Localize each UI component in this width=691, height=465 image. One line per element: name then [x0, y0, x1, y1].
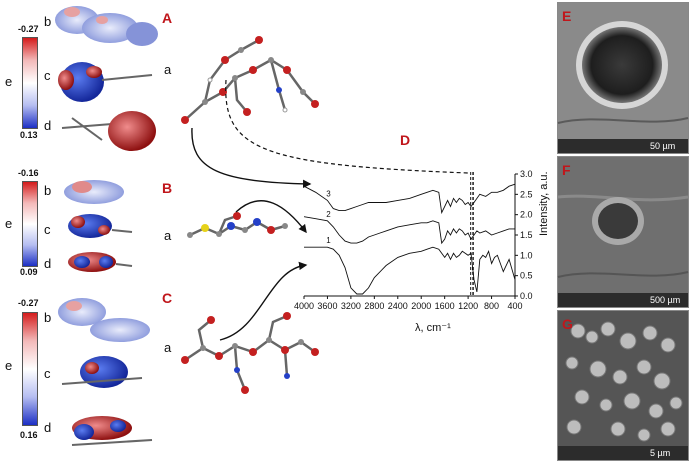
panel-c-sub-c: c: [44, 366, 51, 381]
molecule-c-atoms: [181, 312, 319, 394]
sem-image-f: 500 µm: [557, 156, 689, 308]
arrow-a-to-curve-3: [191, 127, 312, 189]
x-tick-label: 1600: [435, 301, 455, 311]
esp-surface-a: [55, 6, 158, 46]
panel-b-sub-a: a: [164, 228, 172, 243]
series-line-1: [304, 246, 516, 295]
x-tick-label: 4000: [294, 301, 314, 311]
sem-g-infobar: [558, 446, 688, 460]
colorbar-c-bottom-value: 0.16: [20, 430, 38, 440]
panel-a-sub-a: a: [164, 62, 172, 77]
colorbar-b: [22, 181, 38, 267]
colorbar-a-bottom-value: 0.13: [20, 130, 38, 140]
x-tick-label: 3600: [317, 301, 337, 311]
sem-image-g: 5 µm: [557, 310, 689, 461]
y-tick-label: 1.0: [520, 250, 533, 260]
colorbar-c-label: e: [5, 358, 13, 373]
sem-g-texture: [558, 311, 688, 460]
y-tick-label: 2.5: [520, 189, 533, 199]
orbital-c-d: [71, 416, 153, 446]
orbital-b-d: [68, 252, 133, 272]
orbital-a-d: [61, 111, 156, 151]
sem-e-texture: [557, 3, 689, 153]
y-tick-label: 3.0: [520, 169, 533, 179]
panel-b-sub-b: b: [44, 183, 52, 198]
x-tick-label: 800: [484, 301, 499, 311]
panel-c-sub-a: a: [164, 340, 172, 355]
dashed-line-a: [225, 79, 469, 174]
series-line-3: [303, 183, 516, 215]
esp-surface-b: [64, 180, 124, 204]
panel-letter-a: A: [162, 10, 173, 26]
y-tick-label: 1.5: [520, 230, 533, 240]
sem-f-infobar: [558, 293, 688, 307]
panel-letter-g: G: [562, 316, 573, 332]
panel-a-sub-d: d: [44, 118, 52, 133]
arrow-c-to-curve-1: [219, 261, 308, 341]
y-tick-label: 2.0: [520, 210, 533, 220]
series-label-1: 1: [326, 236, 331, 245]
sem-e-scale: 50 µm: [650, 141, 676, 151]
colorbar-a-top-value: -0.27: [18, 24, 39, 34]
sem-image-e: 50 µm: [557, 2, 689, 154]
orbital-b-c: [68, 214, 133, 238]
colorbar-b-top-value: -0.16: [18, 168, 39, 178]
panel-letter-c: C: [162, 290, 173, 306]
x-tick-label: 2400: [388, 301, 408, 311]
sem-f-scale: 500 µm: [650, 295, 681, 305]
x-tick-label: 1200: [458, 301, 478, 311]
panel-letter-d: D: [400, 132, 411, 148]
colorbar-c-top-value: -0.27: [18, 298, 39, 308]
panel-b-sub-d: d: [44, 256, 52, 271]
arrow-b-to-curve-2: [235, 200, 307, 234]
molecule-structures: [181, 36, 319, 394]
series-line-2: [303, 216, 515, 245]
x-tick-label: 2800: [364, 301, 384, 311]
orbital-renderings: [55, 6, 158, 446]
panel-letter-b: B: [162, 180, 173, 196]
chart-x-label: λ, cm⁻¹: [415, 322, 451, 334]
orbital-a-c: [58, 62, 153, 102]
x-tick-label: 3200: [341, 301, 361, 311]
y-tick-label: 0.0: [520, 291, 533, 301]
colorbar-b-label: e: [5, 216, 13, 231]
x-tick-label: 2000: [411, 301, 431, 311]
x-tick-label: 400: [507, 301, 522, 311]
sem-g-scale: 5 µm: [650, 448, 671, 458]
series-label-3: 3: [326, 189, 331, 198]
panel-letter-f: F: [562, 162, 571, 178]
y-tick-label: 0.5: [520, 271, 533, 281]
colorbar-a: [22, 37, 38, 129]
panel-a-sub-b: b: [44, 14, 52, 29]
sem-f-texture: [557, 157, 689, 307]
orbital-c-c: [61, 356, 143, 388]
panel-c-sub-d: d: [44, 420, 52, 435]
colorbar-b-bottom-value: 0.09: [20, 267, 38, 277]
esp-surface-c: [58, 298, 150, 342]
molecule-a-atoms: [181, 36, 319, 124]
colorbar-a-label: e: [5, 74, 13, 89]
series-label-2: 2: [326, 210, 331, 219]
chart-y-label: Intensity, a.u.: [538, 171, 550, 236]
panel-c-sub-b: b: [44, 310, 52, 325]
panel-letter-e: E: [562, 8, 572, 24]
colorbar-c: [22, 312, 38, 426]
panel-a-sub-c: c: [44, 68, 51, 83]
molecule-b-atoms: [187, 212, 288, 238]
sem-e-infobar: [558, 139, 688, 153]
panel-b-sub-c: c: [44, 222, 51, 237]
